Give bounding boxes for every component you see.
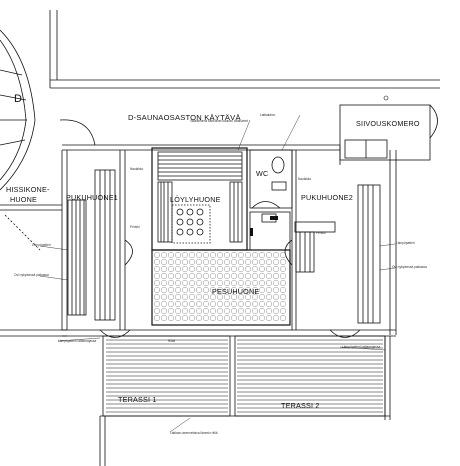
note-floor-radiator-2: Lämpöpatteri lattianrajassa <box>342 345 381 349</box>
note-radiator-1: Lämpöpatteri <box>32 243 51 247</box>
room-label-d: D <box>14 93 22 105</box>
inner-walls <box>62 150 396 337</box>
room-label-corridor: D-SAUNAOSASTON KÄYTÄVÄ <box>128 113 241 122</box>
note-bench-1: Penkki <box>130 225 140 229</box>
note-radiator-2: Lämpöpatteri <box>396 241 415 245</box>
room-label-dressing2: PUKUHUONE2 <box>301 193 353 202</box>
note-door-1: Ovi nykyisessä paikassa <box>14 273 49 277</box>
dressing2-benches <box>294 150 397 335</box>
sink-mark <box>270 216 278 220</box>
curved-stair <box>0 29 36 191</box>
note-grate: Ritilä <box>168 339 176 343</box>
room-label-terrace1: TERASSI 1 <box>118 395 157 404</box>
leader-lines <box>39 114 396 433</box>
room-label-dressing1: PUKUHUONE1 <box>66 193 118 202</box>
drain-mark <box>250 228 253 236</box>
top-wall <box>49 10 440 89</box>
vent-symbol <box>383 95 389 101</box>
sauna-room <box>151 147 248 251</box>
cleaning-closet <box>339 104 438 161</box>
room-label-terrace2: TERASSI 2 <box>281 401 320 410</box>
note-floor-radiator-1: Lämpöpatteri lattianrajassa <box>58 339 97 343</box>
doors <box>59 119 361 338</box>
note-door-2: Ovi nykyisessä paikassa <box>392 265 427 269</box>
note-warm-grate: Lattiaan asennettava lämmin ritilä <box>170 431 218 435</box>
washroom-tiles <box>154 252 286 321</box>
note-bench-2: Penkki <box>316 231 326 235</box>
dressing1-benches <box>67 169 116 321</box>
note-coat-rack-1: Naulakko <box>130 167 144 171</box>
note-drain: Lattiakaivo <box>260 113 276 117</box>
terrace-slats <box>106 339 383 413</box>
room-label-elevator-1: HISSIKONE- <box>6 185 50 194</box>
elevator-room-walls <box>0 150 68 337</box>
room-label-cleaning: SIIVOUSKOMERO <box>356 119 420 128</box>
room-label-wc: WC <box>256 169 269 178</box>
washroom <box>151 211 291 326</box>
wc-room <box>249 149 293 209</box>
terrace-boundary <box>99 336 391 466</box>
room-label-washroom: PESUHUONE <box>212 287 260 296</box>
room-label-elevator-2: HUONE <box>10 195 37 204</box>
note-lighting: Valaisimena sähköiset saunan valaisimet <box>190 119 248 123</box>
room-label-sauna: LÖYLYHUONE <box>170 195 221 204</box>
note-coat-rack-2: Naulakko <box>298 177 312 181</box>
